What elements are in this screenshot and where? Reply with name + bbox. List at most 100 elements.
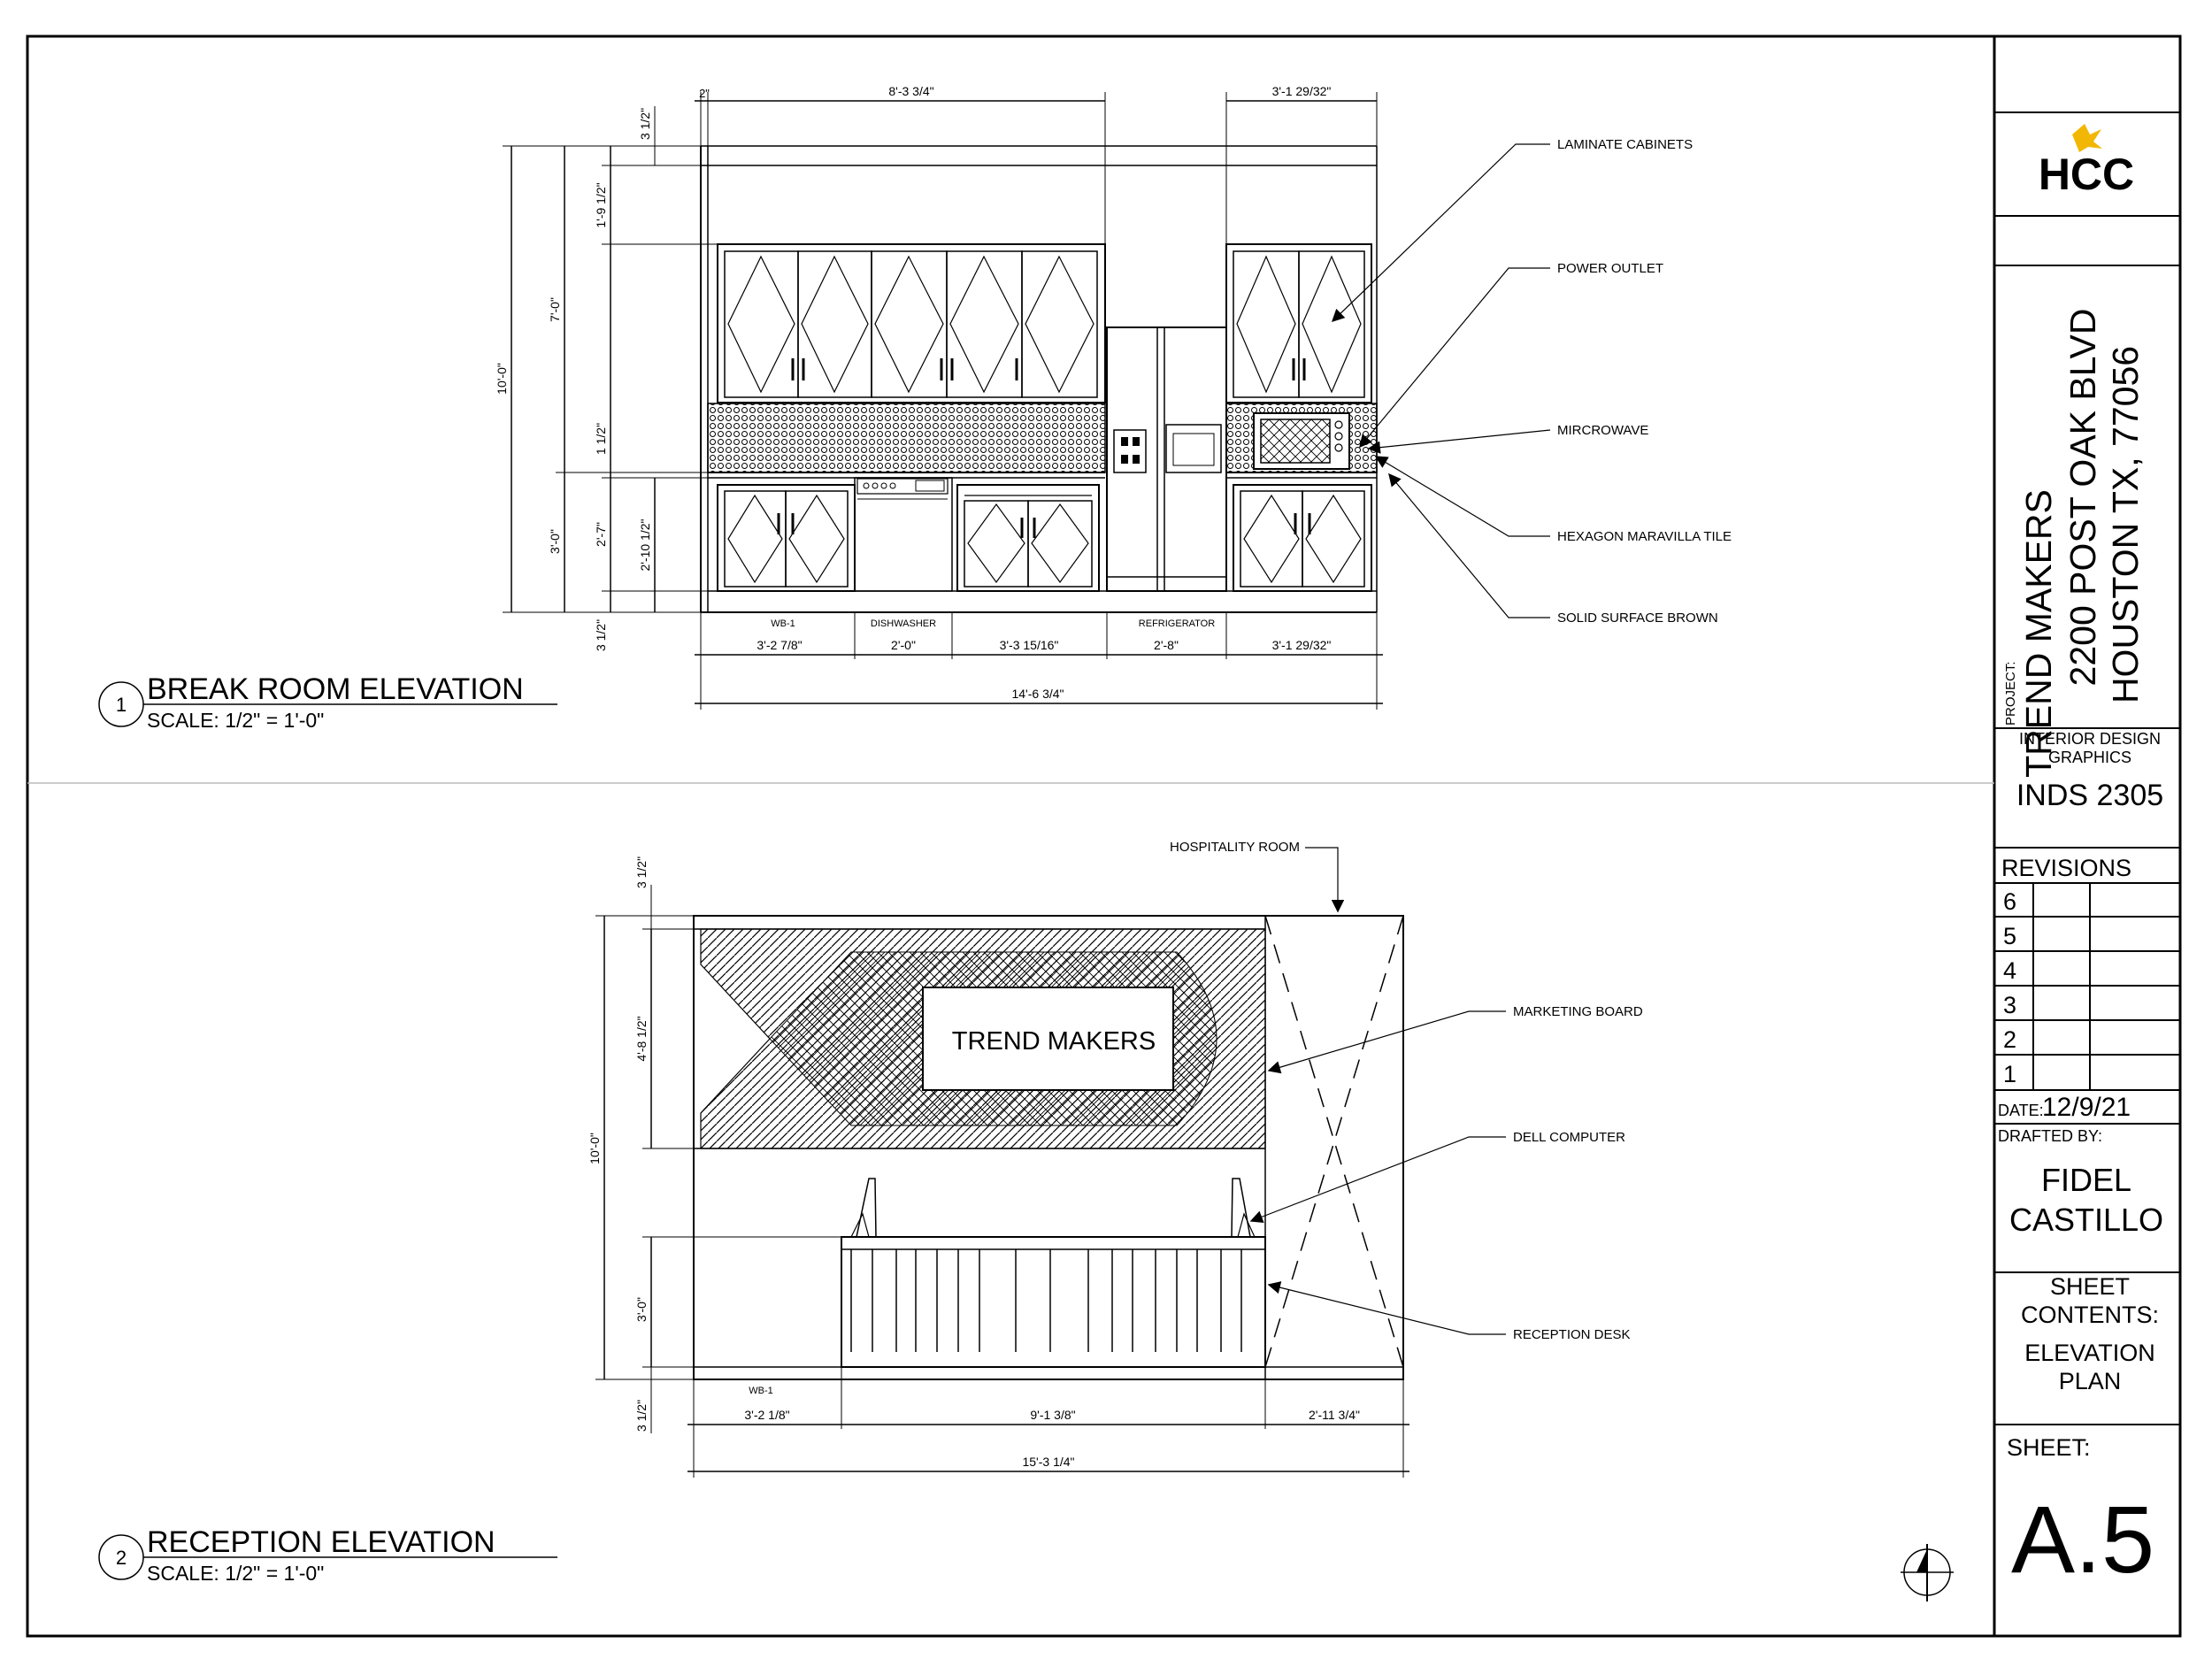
dimension-label: 3'-3 15/16" — [1000, 638, 1059, 652]
drafter-last-name: CASTILLO — [2009, 1202, 2163, 1238]
revision-number: 5 — [2003, 923, 2016, 949]
drafted-by-label: DRAFTED BY: — [1998, 1127, 2102, 1145]
sheet-label: SHEET: — [2007, 1434, 2091, 1461]
overall-dimension: 14'-6 3/4" — [1011, 687, 1064, 701]
dishwasher — [854, 477, 953, 592]
view-number: 1 — [116, 694, 127, 716]
hexagon-tile-backsplash — [707, 403, 1378, 473]
fixture-label: REFRIGERATOR — [1139, 618, 1215, 629]
dimension-label: 3'-0" — [634, 1297, 649, 1322]
view-number: 2 — [116, 1547, 127, 1569]
callout-hexagon-tile: HEXAGON MARAVILLA TILE — [1557, 529, 1732, 544]
callout-microwave: MIRCROWAVE — [1557, 423, 1648, 438]
view-scale: SCALE: 1/2" = 1'-0" — [147, 1562, 324, 1585]
drafter-first-name: FIDEL — [2041, 1162, 2131, 1198]
upper-cabinet-doors — [724, 250, 1365, 398]
dimension-label: 2" — [699, 87, 710, 100]
view-title: BREAK ROOM ELEVATION — [147, 672, 524, 706]
callout-dell-computer: DELL COMPUTER — [1513, 1130, 1625, 1145]
revision-number: 2 — [2003, 1026, 2016, 1053]
callout-hospitality-room: HOSPITALITY ROOM — [1170, 840, 1300, 855]
revisions-label: REVISIONS — [2001, 855, 2131, 881]
course-name-line2: GRAPHICS — [2048, 749, 2131, 766]
dimension-label: 2'-8" — [1154, 638, 1179, 652]
callout-power-outlet: POWER OUTLET — [1557, 261, 1663, 276]
dimension-label: 3'-2 1/8" — [744, 1408, 789, 1422]
callout-laminate-cabinets: LAMINATE CABINETS — [1557, 137, 1693, 152]
dimension-label: 1'-9 1/2" — [594, 182, 608, 227]
break-room-callouts: LAMINATE CABINETS POWER OUTLET MIRCROWAV… — [1331, 137, 1732, 626]
project-label: PROJECT: — [2003, 661, 2018, 726]
lower-cabinets — [717, 484, 1372, 592]
break-room-elevation: 2" 8'-3 3/4" 3'-1 29/32" 3 1/2" 1'-9 1/2… — [98, 84, 1732, 732]
dimension-label: 4'-8 1/2" — [634, 1016, 649, 1061]
microwave — [1253, 412, 1350, 470]
overall-dimension: 15'-3 1/4" — [1022, 1455, 1074, 1469]
break-room-top-dimensions: 2" 8'-3 3/4" 3'-1 29/32" — [695, 84, 1378, 244]
dimension-label: 3'-2 7/8" — [757, 638, 802, 652]
reception-view-title: 2 RECEPTION ELEVATION SCALE: 1/2" = 1'-0… — [98, 1525, 557, 1585]
reception-elevation: TREND MAKERS — [98, 840, 1643, 1585]
reception-bottom-dimensions: WB-1 3'-2 1/8" 9'-1 3/8" 2'-11 3/4" 15'-… — [687, 1367, 1409, 1478]
dimension-label: 9'-1 3/8" — [1030, 1408, 1075, 1422]
fixture-label: DISHWASHER — [871, 618, 936, 629]
dimension-label: 3 1/2" — [634, 856, 649, 888]
dimension-label: 2'-10 1/2" — [638, 518, 652, 571]
dimension-label: 2'-0" — [891, 638, 916, 652]
reception-callouts: HOSPITALITY ROOM MARKETING BOARD DELL CO… — [1170, 840, 1643, 1342]
revision-number: 3 — [2003, 992, 2016, 1018]
reception-desk — [841, 1236, 1266, 1368]
callout-marketing-board: MARKETING BOARD — [1513, 1004, 1643, 1019]
hcc-logo: HCC — [2039, 124, 2134, 199]
sheet-contents-value: ELEVATION — [2024, 1340, 2155, 1366]
hospitality-room-opening — [1264, 915, 1404, 1368]
callout-solid-surface: SOLID SURFACE BROWN — [1557, 611, 1718, 626]
break-room-bottom-dimensions: WB-1 DISHWASHER REFRIGERATOR 3'-2 7/8" 2… — [695, 612, 1383, 710]
project-city: HOUSTON TX, 77056 — [2105, 346, 2146, 703]
date-value: 12/9/21 — [2042, 1093, 2131, 1122]
dimension-label: 1 1/2" — [594, 423, 608, 455]
dimension-label: 3'-0" — [548, 529, 562, 554]
revision-number: 1 — [2003, 1061, 2016, 1087]
break-room-view-title: 1 BREAK ROOM ELEVATION SCALE: 1/2" = 1'-… — [98, 672, 557, 732]
dimension-label: 3 1/2" — [638, 108, 652, 140]
board-text: TREND MAKERS — [952, 1027, 1156, 1056]
logo-text: HCC — [2039, 150, 2134, 199]
date-label: DATE: — [1998, 1102, 2044, 1119]
dimension-label: 8'-3 3/4" — [888, 84, 933, 98]
project-street: 2200 POST OAK BLVD — [2062, 309, 2103, 687]
fixture-label: WB-1 — [749, 1386, 773, 1396]
dimension-label: 10'-0" — [495, 363, 509, 395]
bird-icon — [2072, 124, 2102, 152]
dimension-label: 7'-0" — [548, 297, 562, 322]
dimension-label: 2'-11 3/4" — [1309, 1408, 1360, 1422]
dimension-label: 3 1/2" — [594, 619, 608, 651]
marketing-board: TREND MAKERS — [694, 928, 1266, 1149]
dimension-label: 3'-1 29/32" — [1272, 84, 1332, 98]
reception-left-dimensions: 3 1/2" 4'-8 1/2" 10'-0" 3'-0" 3 1/2" — [588, 856, 841, 1433]
revision-number: 6 — [2003, 888, 2016, 915]
course-code: INDS 2305 — [2016, 779, 2163, 812]
sheet-contents-label-line2: CONTENTS: — [2021, 1302, 2159, 1328]
revisions-table: 6 5 4 3 2 1 — [1994, 882, 2180, 1091]
sheet-border — [26, 35, 2182, 1638]
north-arrow-icon — [1901, 1544, 1954, 1601]
dell-computer — [850, 1178, 1256, 1238]
course-name: INTERIOR DESIGN — [2019, 730, 2161, 748]
refrigerator — [1106, 326, 1227, 592]
callout-reception-desk: RECEPTION DESK — [1513, 1327, 1631, 1342]
dimension-label: 3 1/2" — [634, 1400, 649, 1432]
view-scale: SCALE: 1/2" = 1'-0" — [147, 709, 324, 732]
break-room-left-dimensions: 3 1/2" 1'-9 1/2" 7'-0" 10'-0" 1 1/2" 3'-… — [495, 106, 718, 651]
dimension-label: 10'-0" — [588, 1133, 602, 1164]
title-block: HCC PROJECT: TREND MAKERS 2200 POST OAK … — [1994, 111, 2180, 1593]
sheet-contents-label: SHEET — [2050, 1273, 2130, 1300]
dimension-label: 2'-7" — [594, 522, 608, 547]
sheet-number: A.5 — [2011, 1486, 2154, 1593]
revision-number: 4 — [2003, 957, 2016, 984]
sheet-contents-value-line2: PLAN — [2059, 1368, 2122, 1394]
view-title: RECEPTION ELEVATION — [147, 1525, 495, 1559]
dimension-label: 3'-1 29/32" — [1272, 638, 1332, 652]
power-outlet — [1113, 429, 1147, 473]
